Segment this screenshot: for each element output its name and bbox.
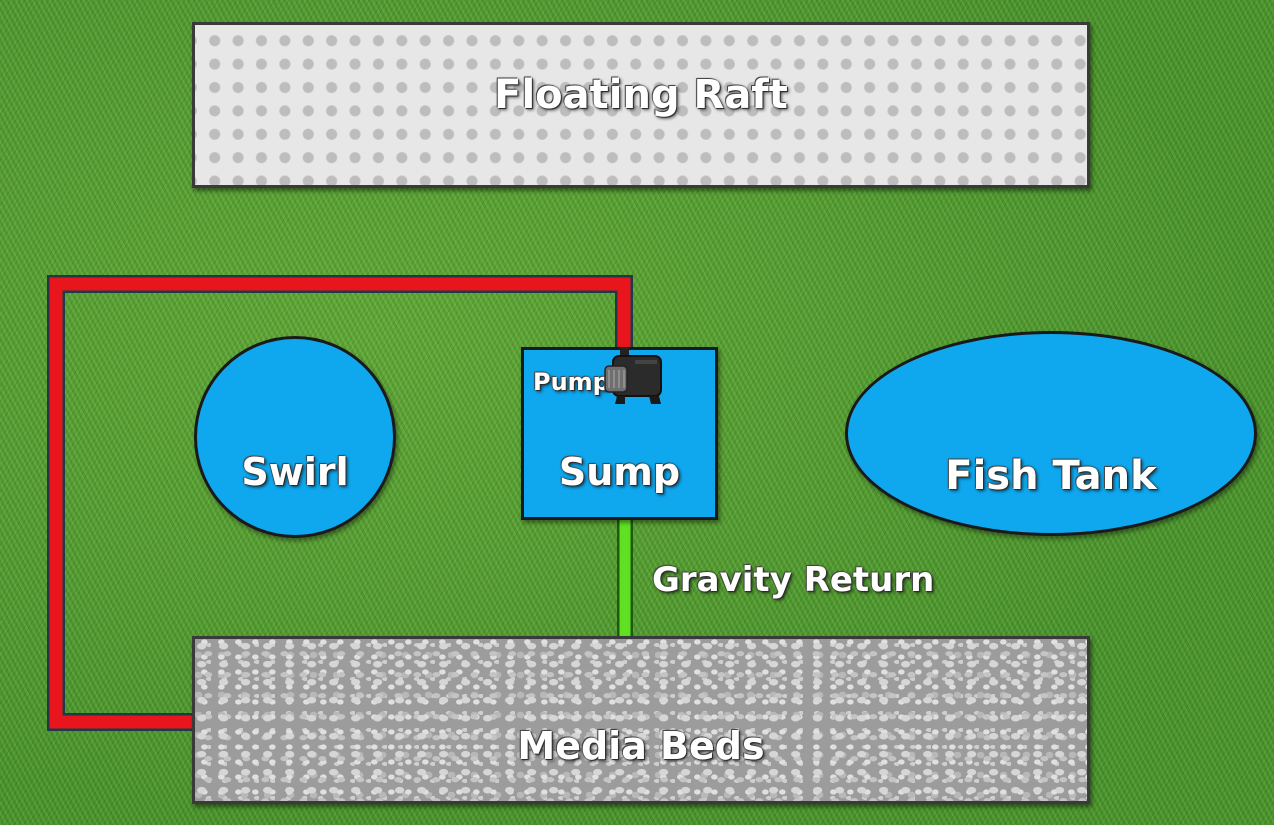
media-beds-label: Media Beds <box>517 724 765 768</box>
pump-label: Pump <box>533 368 610 396</box>
floating-raft-bed <box>192 22 1090 188</box>
fish-tank <box>845 331 1257 536</box>
media-beds <box>192 636 1090 804</box>
sump-label: Sump <box>558 450 681 494</box>
floating-raft-label: Floating Raft <box>494 72 788 118</box>
pump-icon <box>604 348 662 404</box>
swirl-filter <box>194 336 396 538</box>
gravity-return-label: Gravity Return <box>652 560 935 600</box>
swirl-label: Swirl <box>241 450 349 494</box>
pump-supply-line <box>49 277 631 729</box>
fish-tank-label: Fish Tank <box>945 453 1157 499</box>
